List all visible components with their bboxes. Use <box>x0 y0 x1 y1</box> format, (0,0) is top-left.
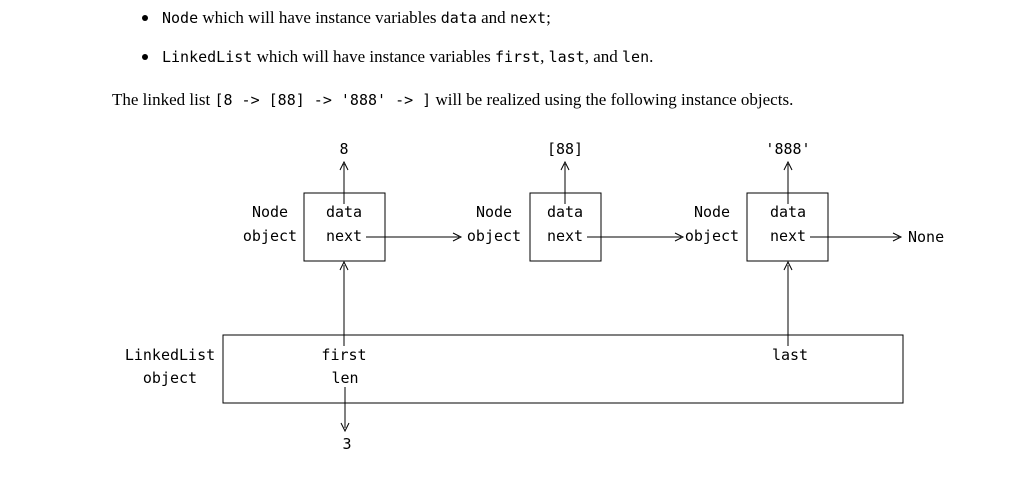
code-token-first: first <box>494 48 541 66</box>
prose-text: , <box>540 47 549 66</box>
arrowhead-up-icon <box>783 260 793 271</box>
arrowhead-up-icon <box>339 260 349 271</box>
bullet-icon <box>142 54 148 60</box>
prose-text: The linked list <box>112 90 215 109</box>
code-token-list-literal: [8 -> [88] -> '888' -> ] <box>214 91 432 109</box>
arrowhead-down-icon <box>340 422 350 433</box>
code-token-last: last <box>548 48 585 66</box>
prose-text: which will have instance variables <box>252 47 495 66</box>
prose-text: . <box>649 47 654 66</box>
node1-next-field: next <box>326 227 362 245</box>
linkedlist-box <box>222 334 904 404</box>
arrowhead-right-icon <box>674 232 685 242</box>
arrowhead-up-icon <box>339 160 349 171</box>
len-value: 3 <box>342 435 351 453</box>
arrowhead-up-icon <box>783 160 793 171</box>
node1-label-line1: Node <box>252 203 288 221</box>
node1-data-value: 8 <box>339 140 348 158</box>
node3-label-line2: object <box>685 227 739 245</box>
prose-text: ; <box>546 8 551 27</box>
linkedlist-label-line1: LinkedList <box>125 346 215 364</box>
node3-data-value: '888' <box>765 140 810 158</box>
linkedlist-last-field: last <box>772 346 808 364</box>
code-token-node: Node <box>162 9 199 27</box>
prose-text: which will have instance variables <box>198 8 441 27</box>
arrowhead-right-icon <box>452 232 463 242</box>
node3-data-field: data <box>770 203 806 221</box>
code-token-next: next <box>509 9 547 27</box>
node2-next-field: next <box>547 227 583 245</box>
node2-label-line2: object <box>467 227 521 245</box>
linkedlist-len-field: len <box>331 369 358 387</box>
bullet-icon <box>142 15 148 21</box>
node3-next-field: next <box>770 227 806 245</box>
arrowhead-right-icon <box>892 232 903 242</box>
node2-label-line1: Node <box>476 203 512 221</box>
node1-data-field: data <box>326 203 362 221</box>
bullet-item-node: Node which will have instance variables … <box>142 7 551 29</box>
prose-text: , and <box>584 47 623 66</box>
code-token-len: len <box>622 48 650 66</box>
arrowhead-up-icon <box>560 160 570 171</box>
linkedlist-label-line2: object <box>143 369 197 387</box>
code-token-data: data <box>440 9 477 27</box>
node3-label-line1: Node <box>694 203 730 221</box>
intro-paragraph: The linked list [8 -> [88] -> '888' -> ]… <box>112 89 793 111</box>
code-token-linkedlist: LinkedList <box>162 48 253 66</box>
linkedlist-first-field: first <box>321 346 366 364</box>
bullet-item-linkedlist: LinkedList which will have instance vari… <box>142 46 654 68</box>
prose-text: will be realized using the following ins… <box>431 90 794 109</box>
none-label: None <box>908 228 944 246</box>
prose-text: and <box>476 8 510 27</box>
node2-data-field: data <box>547 203 583 221</box>
node2-data-value: [88] <box>547 140 583 158</box>
node1-label-line2: object <box>243 227 297 245</box>
